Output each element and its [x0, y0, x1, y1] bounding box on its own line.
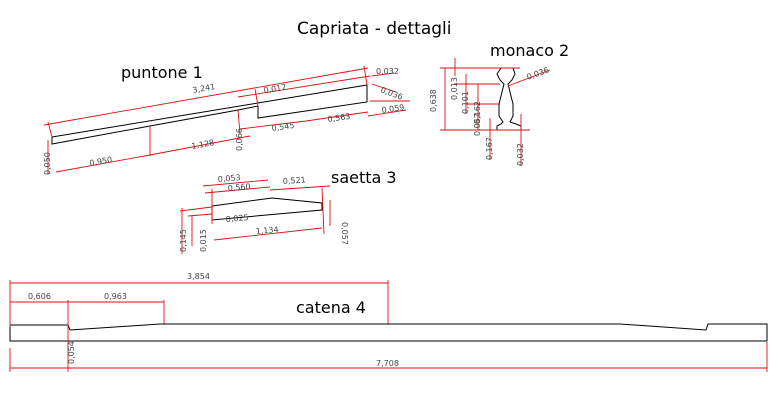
puntone-dim-total: 3,241 [192, 82, 216, 95]
monaco-dim-inner: 0,057 [473, 113, 482, 136]
catena-dim-half: 3,854 [187, 272, 210, 281]
monaco-dim-body: 0,162 [473, 101, 482, 124]
catena-outline [9, 323, 768, 342]
puntone-dim-center-span: 1,128 [191, 138, 215, 151]
puntone-dim-right-span: 0,563 [327, 112, 351, 124]
puntone-outline [51, 84, 368, 145]
monaco-outline [496, 67, 522, 131]
saetta-dim-step: 0,015 [199, 229, 208, 252]
drawing-title: Capriata - dettagli [297, 19, 451, 39]
monaco-dim-neck: 0,036 [526, 66, 551, 82]
puntone-dim-top-right: 0,032 [376, 67, 399, 76]
saetta-dim-lines [179, 179, 331, 254]
monaco-dim-height: 0,638 [429, 89, 438, 112]
catena-dim-end: 0,606 [28, 292, 51, 301]
saetta-dim-notch: 0,025 [225, 213, 249, 224]
saetta-dim-top: 0,053 [217, 173, 241, 184]
saetta-dim-height: 0,145 [179, 229, 188, 252]
saetta-dim-end: 0,057 [340, 222, 349, 245]
catena-label: catena 4 [296, 298, 366, 317]
monaco-label: monaco 2 [490, 41, 569, 60]
monaco-dim-head: 0,013 [450, 77, 459, 100]
puntone-dim-end-bottom: 0,059 [381, 103, 405, 115]
saetta-dim-length: 1,134 [255, 225, 279, 236]
saetta-dim-right-span: 0,521 [283, 175, 306, 186]
monaco-group: monaco 2 0,036 0,638 0,013 0,101 0,162 0… [429, 41, 569, 166]
saetta-group: saetta 3 0,053 0,560 0,521 0,025 0,145 0… [179, 168, 397, 254]
catena-dim-slope: 0,963 [104, 292, 127, 301]
monaco-dim-shaft: 0,101 [461, 91, 470, 114]
puntone-group: puntone 1 3,241 0,017 0,032 0,036 0,059 … [43, 63, 410, 175]
monaco-dim-foot: 0,032 [516, 143, 525, 166]
catena-dim-lines [9, 280, 768, 372]
puntone-dim-step: 0,066 [235, 128, 244, 151]
puntone-dim-mid-span: 0,545 [271, 121, 295, 133]
puntone-dim-end-depth: 0,036 [379, 85, 404, 101]
catena-dim-total: 7,708 [376, 359, 399, 368]
puntone-dim-lines [43, 65, 410, 174]
saetta-dim-left-span: 0,560 [227, 182, 251, 193]
puntone-dim-left-span: 0,950 [89, 155, 113, 168]
catena-dim-notch: 0,054 [67, 341, 76, 364]
catena-group: catena 4 3,854 0,606 0,963 0,054 7,708 [9, 272, 768, 372]
puntone-dim-notch: 0,017 [263, 83, 287, 95]
saetta-label: saetta 3 [331, 168, 397, 187]
puntone-dim-left-depth: 0,050 [43, 152, 52, 175]
puntone-label: puntone 1 [121, 63, 203, 82]
monaco-dim-base: 0,167 [485, 137, 494, 160]
monaco-dim-lines [440, 58, 551, 166]
